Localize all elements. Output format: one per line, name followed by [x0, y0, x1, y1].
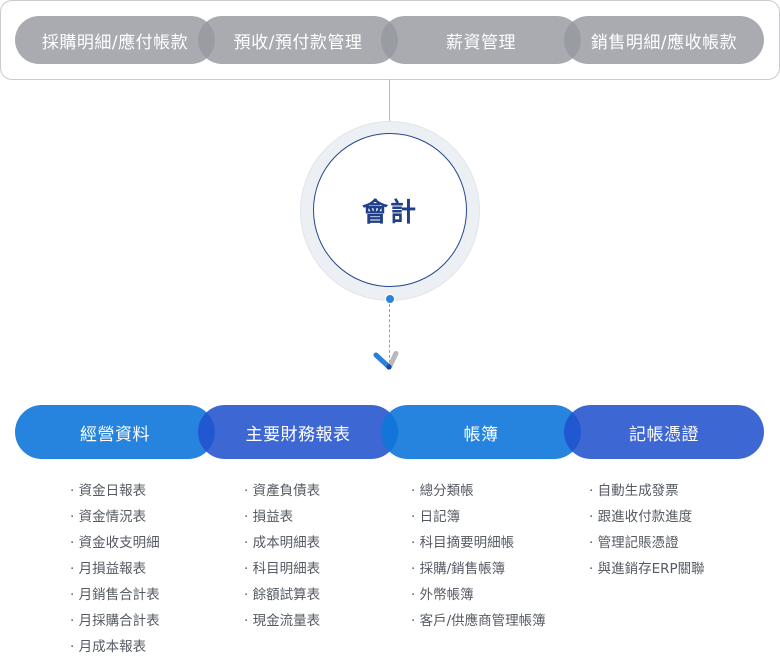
- module-label: 預收/預付款管理: [233, 32, 363, 53]
- list-item: · 月成本報表: [70, 639, 147, 655]
- connector-line: [389, 79, 390, 123]
- list-item: · 成本明細表: [244, 535, 321, 551]
- list-item: · 月銷售合計表: [70, 587, 160, 603]
- list-item: · 資產負債表: [244, 483, 321, 499]
- category-label: 帳簿: [463, 424, 499, 445]
- list-item: · 損益表: [244, 509, 294, 525]
- list-item: · 資金日報表: [70, 483, 147, 499]
- list-item: · 自動生成發票: [589, 483, 679, 499]
- module-label: 薪資管理: [446, 32, 516, 53]
- connector-dot: [385, 294, 395, 304]
- center-label: 會計: [361, 197, 418, 228]
- center-circle: 會計: [313, 133, 467, 287]
- module-pill-payroll: 薪資管理: [381, 16, 581, 64]
- list-item: · 客戶/供應商管理帳簿: [411, 613, 546, 629]
- list-item: · 採購/銷售帳簿: [411, 561, 506, 577]
- vouchers-list: · 自動生成發票 · 跟進收付款進度 · 管理記賬憑證 · 與進銷存ERP關聯: [589, 478, 705, 582]
- category-label: 經營資料: [80, 424, 150, 445]
- chevron-down-icon: [373, 350, 399, 370]
- list-item: · 月採購合計表: [70, 613, 160, 629]
- list-item: · 跟進收付款進度: [589, 509, 693, 525]
- list-item: · 科目明細表: [244, 561, 321, 577]
- operating-data-list: · 資金日報表 · 資金情況表 · 資金收支明細 · 月損益報表 · 月銷售合計表 · 月…: [70, 478, 160, 660]
- list-item: · 管理記賬憑證: [589, 535, 679, 551]
- module-pill-sales: 銷售明細/應收帳款: [564, 16, 764, 64]
- list-item: · 月損益報表: [70, 561, 147, 577]
- list-item: · 科目摘要明細帳: [411, 535, 515, 551]
- category-pill-vouchers: 記帳憑證: [564, 405, 764, 459]
- list-item: · 日記簿: [411, 509, 461, 525]
- ledgers-list: · 總分類帳 · 日記簿 · 科目摘要明細帳 · 採購/銷售帳簿 · 外幣帳簿 · 客戶/…: [411, 478, 546, 634]
- category-label: 記帳憑證: [629, 424, 699, 445]
- module-pill-prepayment: 預收/預付款管理: [198, 16, 398, 64]
- category-label: 主要財務報表: [245, 424, 351, 445]
- list-item: · 現金流量表: [244, 613, 321, 629]
- module-label: 採購明細/應付帳款: [41, 32, 189, 53]
- module-label: 銷售明細/應收帳款: [590, 32, 738, 53]
- category-pill-ledgers: 帳簿: [381, 405, 581, 459]
- list-item: · 資金情況表: [70, 509, 147, 525]
- list-item: · 總分類帳: [411, 483, 474, 499]
- financial-statements-list: · 資產負債表 · 損益表 · 成本明細表 · 科目明細表 · 餘額試算表 · 現金流量表: [244, 478, 320, 634]
- list-item: · 資金收支明細: [70, 535, 160, 551]
- module-pill-purchase: 採購明細/應付帳款: [15, 16, 215, 64]
- list-item: · 餘額試算表: [244, 587, 321, 603]
- category-pill-financial-statements: 主要財務報表: [198, 405, 398, 459]
- dashed-connector: [389, 304, 390, 368]
- category-pill-operating-data: 經營資料: [15, 405, 215, 459]
- list-item: · 與進銷存ERP關聯: [589, 561, 705, 577]
- list-item: · 外幣帳簿: [411, 587, 474, 603]
